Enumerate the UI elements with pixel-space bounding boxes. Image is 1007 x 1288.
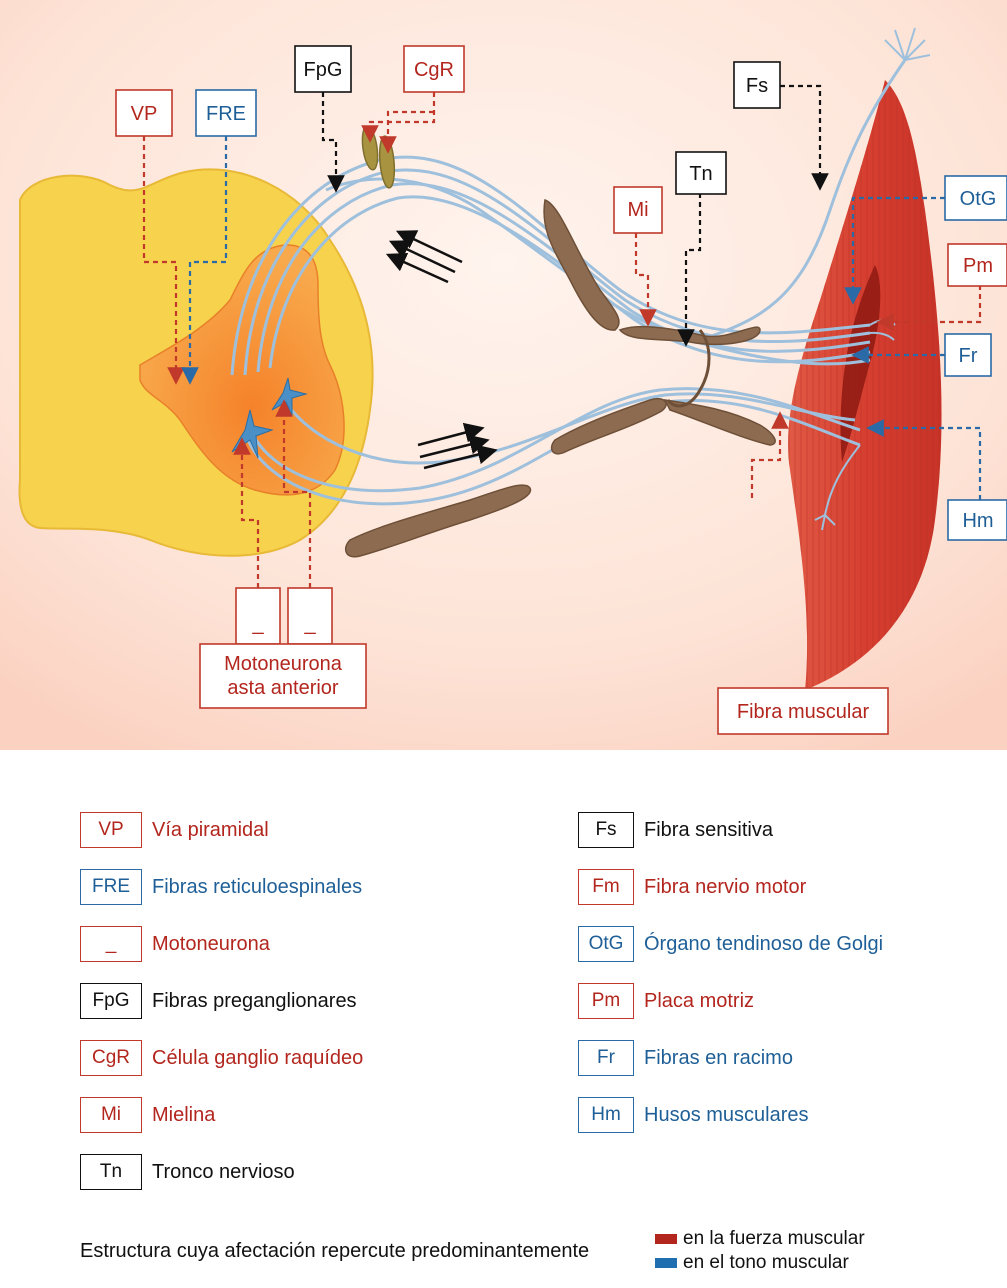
svg-text:Motoneurona: Motoneurona bbox=[224, 653, 343, 675]
legend-abbr: CgR bbox=[80, 1040, 142, 1076]
label-tn: Tn bbox=[676, 152, 726, 194]
legend-abbr: VP bbox=[80, 812, 142, 848]
legend-text: Tronco nervioso bbox=[152, 1161, 295, 1184]
svg-text:FpG: FpG bbox=[304, 59, 343, 81]
label-motoneuron-b: _ bbox=[288, 588, 332, 644]
legend-abbr: Tn bbox=[80, 1154, 142, 1190]
legend-item: Fs Fibra sensitiva bbox=[578, 810, 773, 850]
label-otg: OtG bbox=[945, 176, 1007, 220]
legend-text: Fibra sensitiva bbox=[644, 819, 773, 842]
legend-text: Motoneurona bbox=[152, 933, 270, 956]
legend-abbr: Fr bbox=[578, 1040, 634, 1076]
svg-text:VP: VP bbox=[131, 103, 158, 125]
label-hm: Hm bbox=[948, 500, 1007, 540]
legend-abbr: OtG bbox=[578, 926, 634, 962]
legend-text: Fibras en racimo bbox=[644, 1047, 793, 1070]
svg-text:CgR: CgR bbox=[414, 59, 454, 81]
legend-abbr: Pm bbox=[578, 983, 634, 1019]
svg-text:asta anterior: asta anterior bbox=[227, 677, 339, 699]
legend-item: FpG Fibras preganglionares bbox=[80, 981, 357, 1021]
legend-item: Pm Placa motriz bbox=[578, 981, 754, 1021]
legend-text: Placa motriz bbox=[644, 990, 754, 1013]
legend-text: Mielina bbox=[152, 1104, 215, 1127]
key-tone-label: en el tono muscular bbox=[683, 1252, 849, 1274]
svg-text:Fibra muscular: Fibra muscular bbox=[737, 701, 870, 723]
legend-item: OtG Órgano tendinoso de Golgi bbox=[578, 924, 883, 964]
label-fre: FRE bbox=[196, 90, 256, 136]
legend-text: Fibras reticuloespinales bbox=[152, 876, 362, 899]
legend-abbr: Fm bbox=[578, 869, 634, 905]
label-mi: Mi bbox=[614, 187, 662, 233]
svg-text:Fs: Fs bbox=[746, 75, 768, 97]
svg-text:Pm: Pm bbox=[963, 255, 993, 277]
label-cgr: CgR bbox=[404, 46, 464, 92]
tone-swatch bbox=[655, 1258, 677, 1268]
legend-abbr: _ bbox=[80, 926, 142, 962]
legend-item: Fr Fibras en racimo bbox=[578, 1038, 793, 1078]
svg-text:Fr: Fr bbox=[959, 345, 978, 367]
legend-abbr: FpG bbox=[80, 983, 142, 1019]
label-motoneuron-a: _ bbox=[236, 588, 280, 644]
legend-text: Célula ganglio raquídeo bbox=[152, 1047, 363, 1070]
key-force: en la fuerza muscular bbox=[655, 1228, 865, 1250]
label-fibra-muscular: Fibra muscular bbox=[718, 688, 888, 734]
label-motoneurona-asta: Motoneurona asta anterior bbox=[200, 644, 366, 708]
legend-abbr: Hm bbox=[578, 1097, 634, 1133]
footer-note: Estructura cuya afectación repercute pre… bbox=[80, 1240, 589, 1263]
key-tone: en el tono muscular bbox=[655, 1252, 849, 1274]
legend-item: FRE Fibras reticuloespinales bbox=[80, 867, 362, 907]
svg-text:Mi: Mi bbox=[627, 199, 648, 221]
legend-item: VP Vía piramidal bbox=[80, 810, 269, 850]
svg-text:OtG: OtG bbox=[960, 188, 997, 210]
legend-text: Órgano tendinoso de Golgi bbox=[644, 933, 883, 956]
legend-item: Mi Mielina bbox=[80, 1095, 215, 1135]
legend-text: Vía piramidal bbox=[152, 819, 269, 842]
legend-item: CgR Célula ganglio raquídeo bbox=[80, 1038, 363, 1078]
label-fs: Fs bbox=[734, 62, 780, 108]
svg-text:Tn: Tn bbox=[689, 163, 712, 185]
legend-text: Husos musculares bbox=[644, 1104, 809, 1127]
label-pm: Pm bbox=[948, 244, 1007, 286]
legend-text: Fibras preganglionares bbox=[152, 990, 357, 1013]
key-force-label: en la fuerza muscular bbox=[683, 1228, 865, 1250]
legend-text: Fibra nervio motor bbox=[644, 876, 806, 899]
svg-text:Hm: Hm bbox=[962, 510, 993, 532]
legend-item: Hm Husos musculares bbox=[578, 1095, 809, 1135]
legend-abbr: FRE bbox=[80, 869, 142, 905]
label-fpg: FpG bbox=[295, 46, 351, 92]
legend-abbr: Fs bbox=[578, 812, 634, 848]
label-fr: Fr bbox=[945, 334, 991, 376]
legend-item: Fm Fibra nervio motor bbox=[578, 867, 806, 907]
legend-item: _ Motoneurona bbox=[80, 924, 270, 964]
force-swatch bbox=[655, 1234, 677, 1244]
legend-abbr: Mi bbox=[80, 1097, 142, 1133]
legend-item: Tn Tronco nervioso bbox=[80, 1152, 295, 1192]
svg-text:_: _ bbox=[251, 613, 264, 635]
svg-text:_: _ bbox=[303, 613, 316, 635]
svg-text:FRE: FRE bbox=[206, 103, 246, 125]
label-vp: VP bbox=[116, 90, 172, 136]
